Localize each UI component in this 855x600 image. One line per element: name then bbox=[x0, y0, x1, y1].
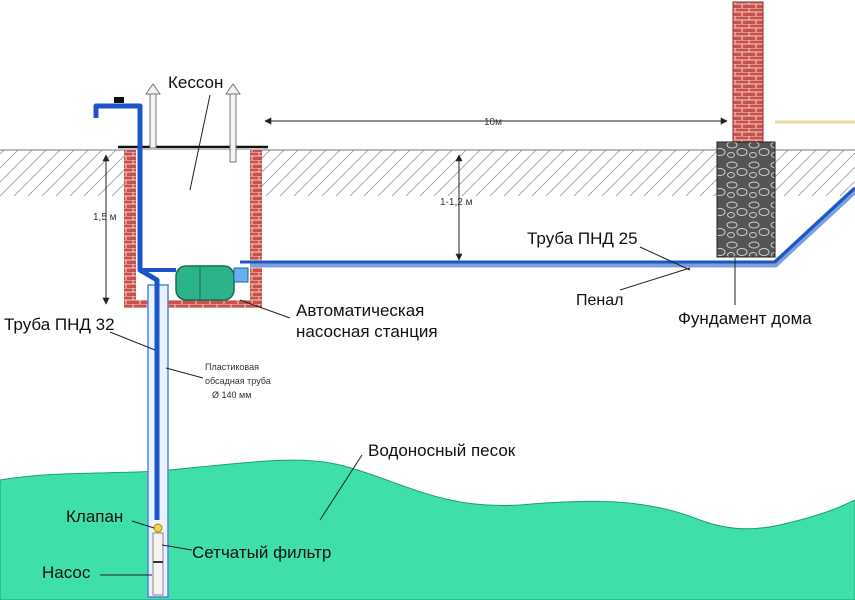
label-depth-small: 1-1,2 м bbox=[440, 197, 473, 208]
caisson-wall-left bbox=[124, 150, 136, 308]
label-foundation: Фундамент дома bbox=[678, 309, 812, 328]
aquifer-sand bbox=[0, 459, 855, 600]
house-chimney bbox=[732, 1, 764, 143]
label-casing-2: обсадная труба bbox=[205, 376, 271, 386]
caisson-floor bbox=[124, 300, 262, 308]
caisson-wall-right bbox=[250, 150, 262, 308]
vent-pipe-right bbox=[225, 83, 241, 163]
label-pipe-25: Труба ПНД 25 bbox=[527, 229, 638, 248]
label-valve: Клапан bbox=[66, 507, 123, 526]
label-casing-1: Пластиковая bbox=[205, 362, 259, 372]
house-foundation bbox=[716, 141, 776, 258]
pipe-pnd-25 bbox=[240, 186, 855, 264]
label-pipe-32: Труба ПНД 32 bbox=[4, 315, 115, 334]
leader-lines bbox=[100, 94, 736, 576]
label-aquifer: Водоносный песок bbox=[368, 441, 516, 460]
label-sleeve: Пенал bbox=[576, 292, 623, 309]
label-casing-3: Ø 140 мм bbox=[212, 390, 251, 400]
label-pump-station-2: насосная станция bbox=[296, 322, 438, 341]
tap-icon bbox=[114, 97, 124, 103]
label-caisson: Кессон bbox=[168, 73, 223, 92]
valve-icon bbox=[153, 523, 163, 533]
label-pump: Насос bbox=[42, 563, 91, 582]
vent-pipe-left bbox=[145, 83, 161, 149]
label-distance: 10м bbox=[484, 117, 502, 128]
label-pump-station-1: Автоматическая bbox=[296, 301, 424, 320]
label-mesh-filter: Сетчатый фильтр bbox=[192, 543, 331, 562]
pipe-pnd-32 bbox=[93, 103, 160, 520]
pump bbox=[152, 532, 164, 596]
label-depth-left: 1,5 м bbox=[93, 212, 117, 223]
pump-station bbox=[175, 265, 249, 301]
